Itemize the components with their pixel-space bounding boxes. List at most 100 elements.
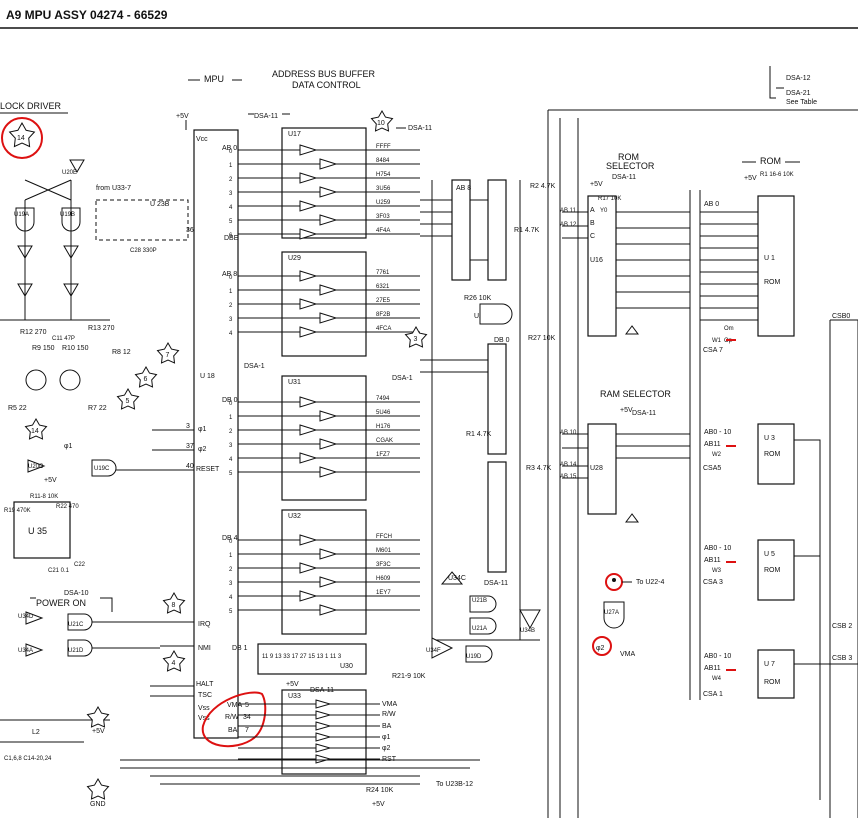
rom-u1 (757, 195, 795, 337)
timer-u35 (13, 501, 71, 559)
callout-star (404, 325, 428, 348)
rom-section-title: ROM (760, 156, 781, 166)
ram-selector-title: RAM SELECTOR (600, 389, 671, 399)
gate-u34b (519, 609, 541, 630)
u32-pin: 1 (229, 553, 233, 559)
rom-bus-lines (689, 190, 858, 818)
cpu-ba-label: BA (228, 727, 238, 734)
r9-label: R9 150 (32, 345, 55, 352)
callout-number: 14 (31, 428, 39, 435)
gate-u34d-label: U34D (18, 614, 34, 620)
cpu-input-wires (100, 429, 194, 697)
u28-supply: +5V (620, 407, 633, 414)
u17-output-label: H754 (376, 172, 391, 178)
u17-pin: 2 (229, 177, 233, 183)
cpu-pin-reset-num: 40 (186, 463, 194, 470)
u16-wires (562, 211, 690, 309)
callout-number: 5 (126, 398, 130, 405)
u32-pin: 2 (229, 567, 233, 573)
u17-output-label: 3U56 (376, 186, 391, 192)
u17-output-label: 4F4A (376, 228, 390, 234)
cpu-pin-phi2: φ2 (198, 446, 207, 453)
u29-output-label: 4FCA (376, 326, 391, 332)
gate-u34b-label: U34B (520, 628, 535, 634)
callout-number: 6 (144, 376, 148, 383)
transistor-q2 (59, 369, 81, 391)
cpu-vma-label: VMA (227, 702, 243, 709)
rom-u5-type: ROM (764, 567, 781, 574)
rom-u7-ab0-10: AB0 - 10 (704, 653, 731, 660)
rom-selector-u16-label: U16 (590, 257, 603, 264)
buffer-u32-label: U32 (288, 513, 301, 520)
rom-u1-csa7: CSA 7 (703, 347, 723, 354)
u31-output-label: CGAK (376, 438, 393, 444)
cpu-pin-tsc: TSC (198, 692, 212, 699)
gnd-label: GND (90, 801, 106, 808)
dsa-note-2: DSA-21 (786, 90, 811, 97)
resnet-db0-label: DB 0 (494, 337, 510, 344)
plus5-bottom: +5V (372, 801, 385, 808)
annotation-circle-cpu-bus (201, 691, 267, 748)
callout-star (162, 649, 186, 672)
dsa11-label-b: DSA-11 (408, 125, 432, 132)
rom-u7 (757, 649, 795, 699)
cpu-pin-reset: RESET (196, 466, 220, 473)
u17-pin: 5 (229, 219, 233, 225)
mpu-title: MPU (204, 74, 224, 84)
gate-u21d-label: U21D (68, 648, 84, 654)
dsa-note-bracket (769, 66, 784, 99)
u27a-phi2: φ2 (596, 645, 605, 652)
rom-u1-om: Om (724, 326, 734, 332)
bus-phi1: φ1 (382, 734, 391, 741)
u31-pin: 0 (229, 401, 233, 407)
gate-u27a-label: U27A (604, 610, 619, 616)
u30-pins: 11 9 13 33 17 27 15 13 1 11 3 (262, 654, 342, 660)
gate-u21c-label: U21C (68, 622, 84, 628)
u17-pin: 0 (229, 149, 233, 155)
cpu-pin-dbe-num: 36 (186, 227, 194, 234)
gate-u20c (27, 459, 46, 473)
chip-u30-label: U30 (340, 663, 353, 670)
u17-output-label: FFFF (376, 144, 391, 150)
power-on-title: POWER ON (36, 598, 86, 608)
u31-pin: 1 (229, 415, 233, 421)
u33-buffers (238, 699, 380, 764)
db4-label: DB 4 (222, 535, 238, 542)
rom-u5-label: U 5 (764, 551, 775, 558)
u29-pin: 4 (229, 331, 233, 337)
u17-output-label: 3F03 (376, 214, 390, 220)
rom-u3 (757, 423, 795, 485)
u16-gnd (625, 325, 639, 335)
r1-top-label: R1 4.7K (514, 227, 540, 234)
right-frame (547, 109, 858, 818)
rom-u5-csa3: CSA 3 (703, 579, 723, 586)
gate-u20e (69, 159, 85, 173)
u31-output-label: 5U46 (376, 410, 391, 416)
c11-label: C11 47P (52, 336, 75, 342)
u16-ab12: AB 12 (560, 222, 577, 228)
callout-number: 7 (166, 352, 170, 359)
r10-label: R10 150 (62, 345, 89, 352)
clock-wires (0, 179, 110, 321)
gate-u34c-label: U34C (448, 575, 466, 582)
power-on-bracket (30, 597, 113, 612)
rom-u7-label: U 7 (764, 661, 775, 668)
dsa1-label-b: DSA-1 (392, 375, 413, 382)
r1-label: R1 4.7K (466, 431, 492, 438)
r7-label: R7 22 (88, 405, 107, 412)
rom-u7-ab11: AB11 (704, 665, 721, 672)
gate-u19d-label: U19D (466, 654, 482, 660)
rom-u1-r16: R1 16-6 10K (760, 172, 794, 178)
dsa11-label-d: DSA-11 (310, 687, 334, 694)
cpu-pin-vss2: Vss (198, 715, 210, 722)
annotation-circle-clock (1, 117, 43, 159)
u29-pin: 3 (229, 317, 233, 323)
cpu-vma-pin: 5 (245, 702, 249, 709)
u16-pin-c: C (590, 233, 595, 240)
u28-gnd (625, 513, 639, 523)
resnet-ab8-label: AB 8 (456, 185, 471, 192)
r19-label: R19 470K (4, 508, 31, 514)
rom-u3-type: ROM (764, 451, 781, 458)
